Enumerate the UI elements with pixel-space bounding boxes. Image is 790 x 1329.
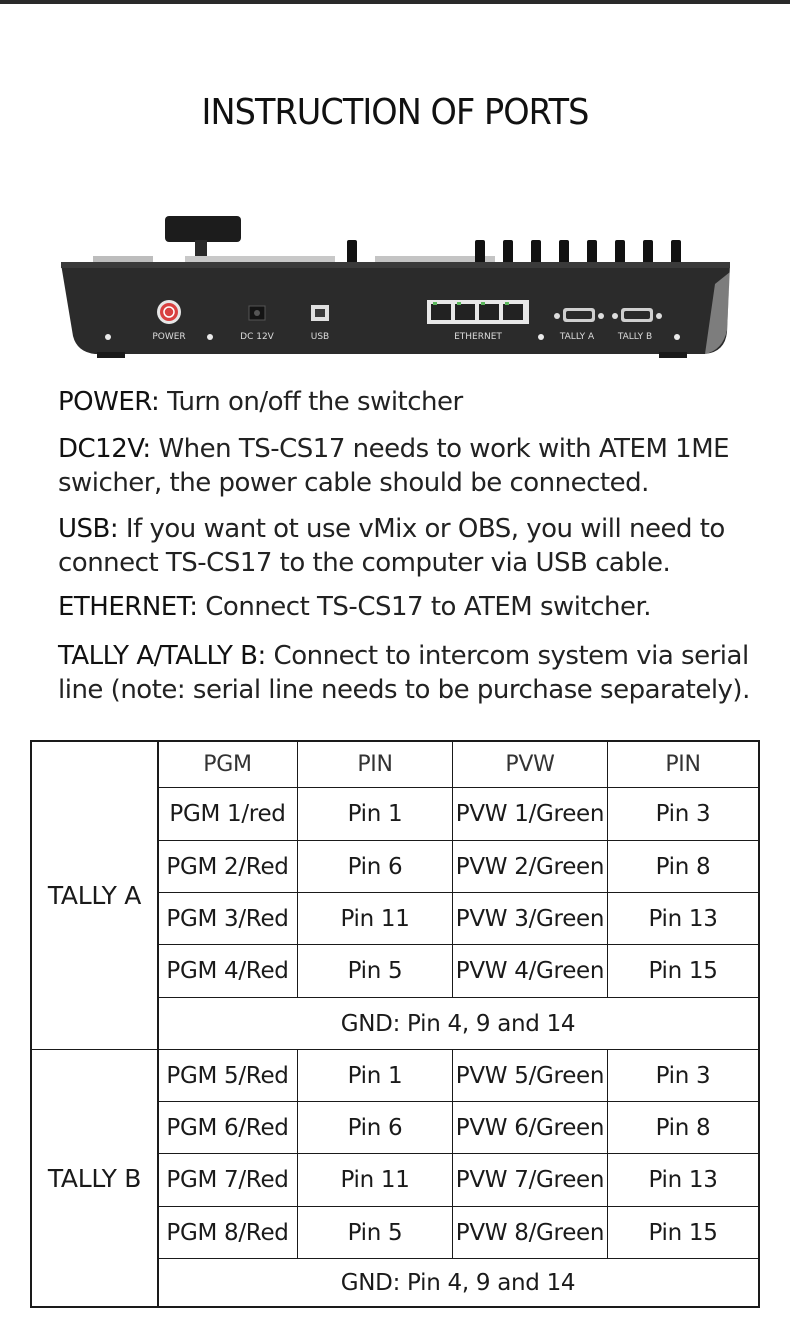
table-cell: PVW 1/Green [455, 801, 605, 827]
ethernet-port-label: ETHERNET [454, 332, 502, 342]
device-rear-panel-image: POWER DC 12V USB ETHERNET TALLY A TALLY … [61, 216, 730, 358]
table-cell: Pin 11 [340, 1167, 410, 1193]
table-cell: PGM 5/Red [166, 1062, 289, 1089]
table-cell: Pin 5 [347, 958, 403, 984]
table-cell: Pin 13 [648, 1167, 718, 1193]
tally-a-port-label: TALLY A [559, 332, 595, 342]
table-cell: PGM 6/Red [166, 1114, 289, 1141]
table-cell: Pin 15 [648, 1219, 718, 1246]
table-cell: Pin 6 [347, 853, 403, 880]
desc-text: When TS-CS17 needs to work with ATEM 1ME… [58, 434, 730, 498]
desc-key: POWER: [58, 387, 160, 417]
desc-key: USB: [58, 514, 119, 544]
desc-text: Connect to intercom system via serial li… [58, 641, 750, 705]
tally-pin-table: PGM PIN PVW PIN TALLY A PGM 1/red Pin 1 … [30, 740, 760, 1308]
desc-tally: TALLY A/TALLY B: Connect to intercom sys… [58, 639, 778, 707]
table-cell: Pin 3 [655, 801, 711, 827]
table-cell: PGM 3/Red [166, 905, 289, 932]
table-cell: PVW 2/Green [455, 853, 605, 880]
table-cell: Pin 5 [347, 1219, 403, 1246]
table-cell: Pin 8 [655, 1114, 711, 1141]
table-cell: PVW 8/Green [455, 1219, 605, 1246]
desc-key: ETHERNET: [58, 592, 198, 622]
header-pin: PIN [665, 752, 701, 777]
table-cell: Pin 15 [648, 958, 718, 984]
table-cell: PVW 4/Green [455, 958, 605, 984]
dc-port-label: DC 12V [240, 332, 275, 342]
table-cell: Pin 6 [347, 1114, 403, 1141]
desc-text: Connect TS-CS17 to ATEM switcher. [197, 592, 652, 622]
table-cell: Pin 3 [655, 1062, 711, 1089]
table-cell: PVW 5/Green [455, 1062, 605, 1089]
table-cell: PGM 2/Red [166, 853, 289, 880]
table-cell: PGM 8/Red [166, 1219, 289, 1246]
desc-key: DC12V: [58, 434, 151, 464]
tally-b-port-label: TALLY B [617, 332, 652, 342]
header-pvw: PVW [505, 752, 555, 777]
group-label-tally-b: TALLY B [47, 1163, 142, 1193]
desc-text: If you want ot use vMix or OBS, you will… [58, 514, 725, 578]
desc-text: Turn on/off the switcher [159, 387, 463, 417]
power-port-label: POWER [152, 332, 185, 342]
table-cell: Pin 8 [655, 853, 711, 880]
desc-dc12v: DC12V: When TS-CS17 needs to work with A… [58, 432, 778, 500]
table-cell: Pin 1 [347, 1062, 403, 1089]
desc-usb: USB: If you want ot use vMix or OBS, you… [58, 512, 778, 580]
table-cell: Pin 11 [340, 905, 410, 932]
table-cell: Pin 1 [347, 801, 403, 827]
gnd-row-tally-b: GND: Pin 4, 9 and 14 [340, 1269, 576, 1296]
table-cell: Pin 13 [648, 905, 718, 932]
table-cell: PGM 4/Red [166, 958, 289, 984]
table-cell: PGM 7/Red [166, 1167, 289, 1193]
gnd-row-tally-a: GND: Pin 4, 9 and 14 [340, 1010, 576, 1037]
desc-power: POWER: Turn on/off the switcher [58, 385, 778, 419]
page-title: INSTRUCTION OF PORTS [201, 92, 590, 133]
table-cell: PVW 7/Green [455, 1167, 605, 1193]
header-pin: PIN [357, 752, 393, 777]
table-cell: PVW 6/Green [455, 1114, 605, 1141]
top-border-line [0, 0, 790, 4]
desc-key: TALLY A/TALLY B: [58, 641, 266, 671]
group-label-tally-a: TALLY A [47, 881, 142, 910]
table-cell: PGM 1/red [169, 801, 286, 827]
desc-ethernet: ETHERNET: Connect TS-CS17 to ATEM switch… [58, 590, 778, 624]
table-cell: PVW 3/Green [455, 905, 605, 932]
header-pgm: PGM [203, 752, 252, 777]
usb-port-label: USB [311, 332, 329, 342]
